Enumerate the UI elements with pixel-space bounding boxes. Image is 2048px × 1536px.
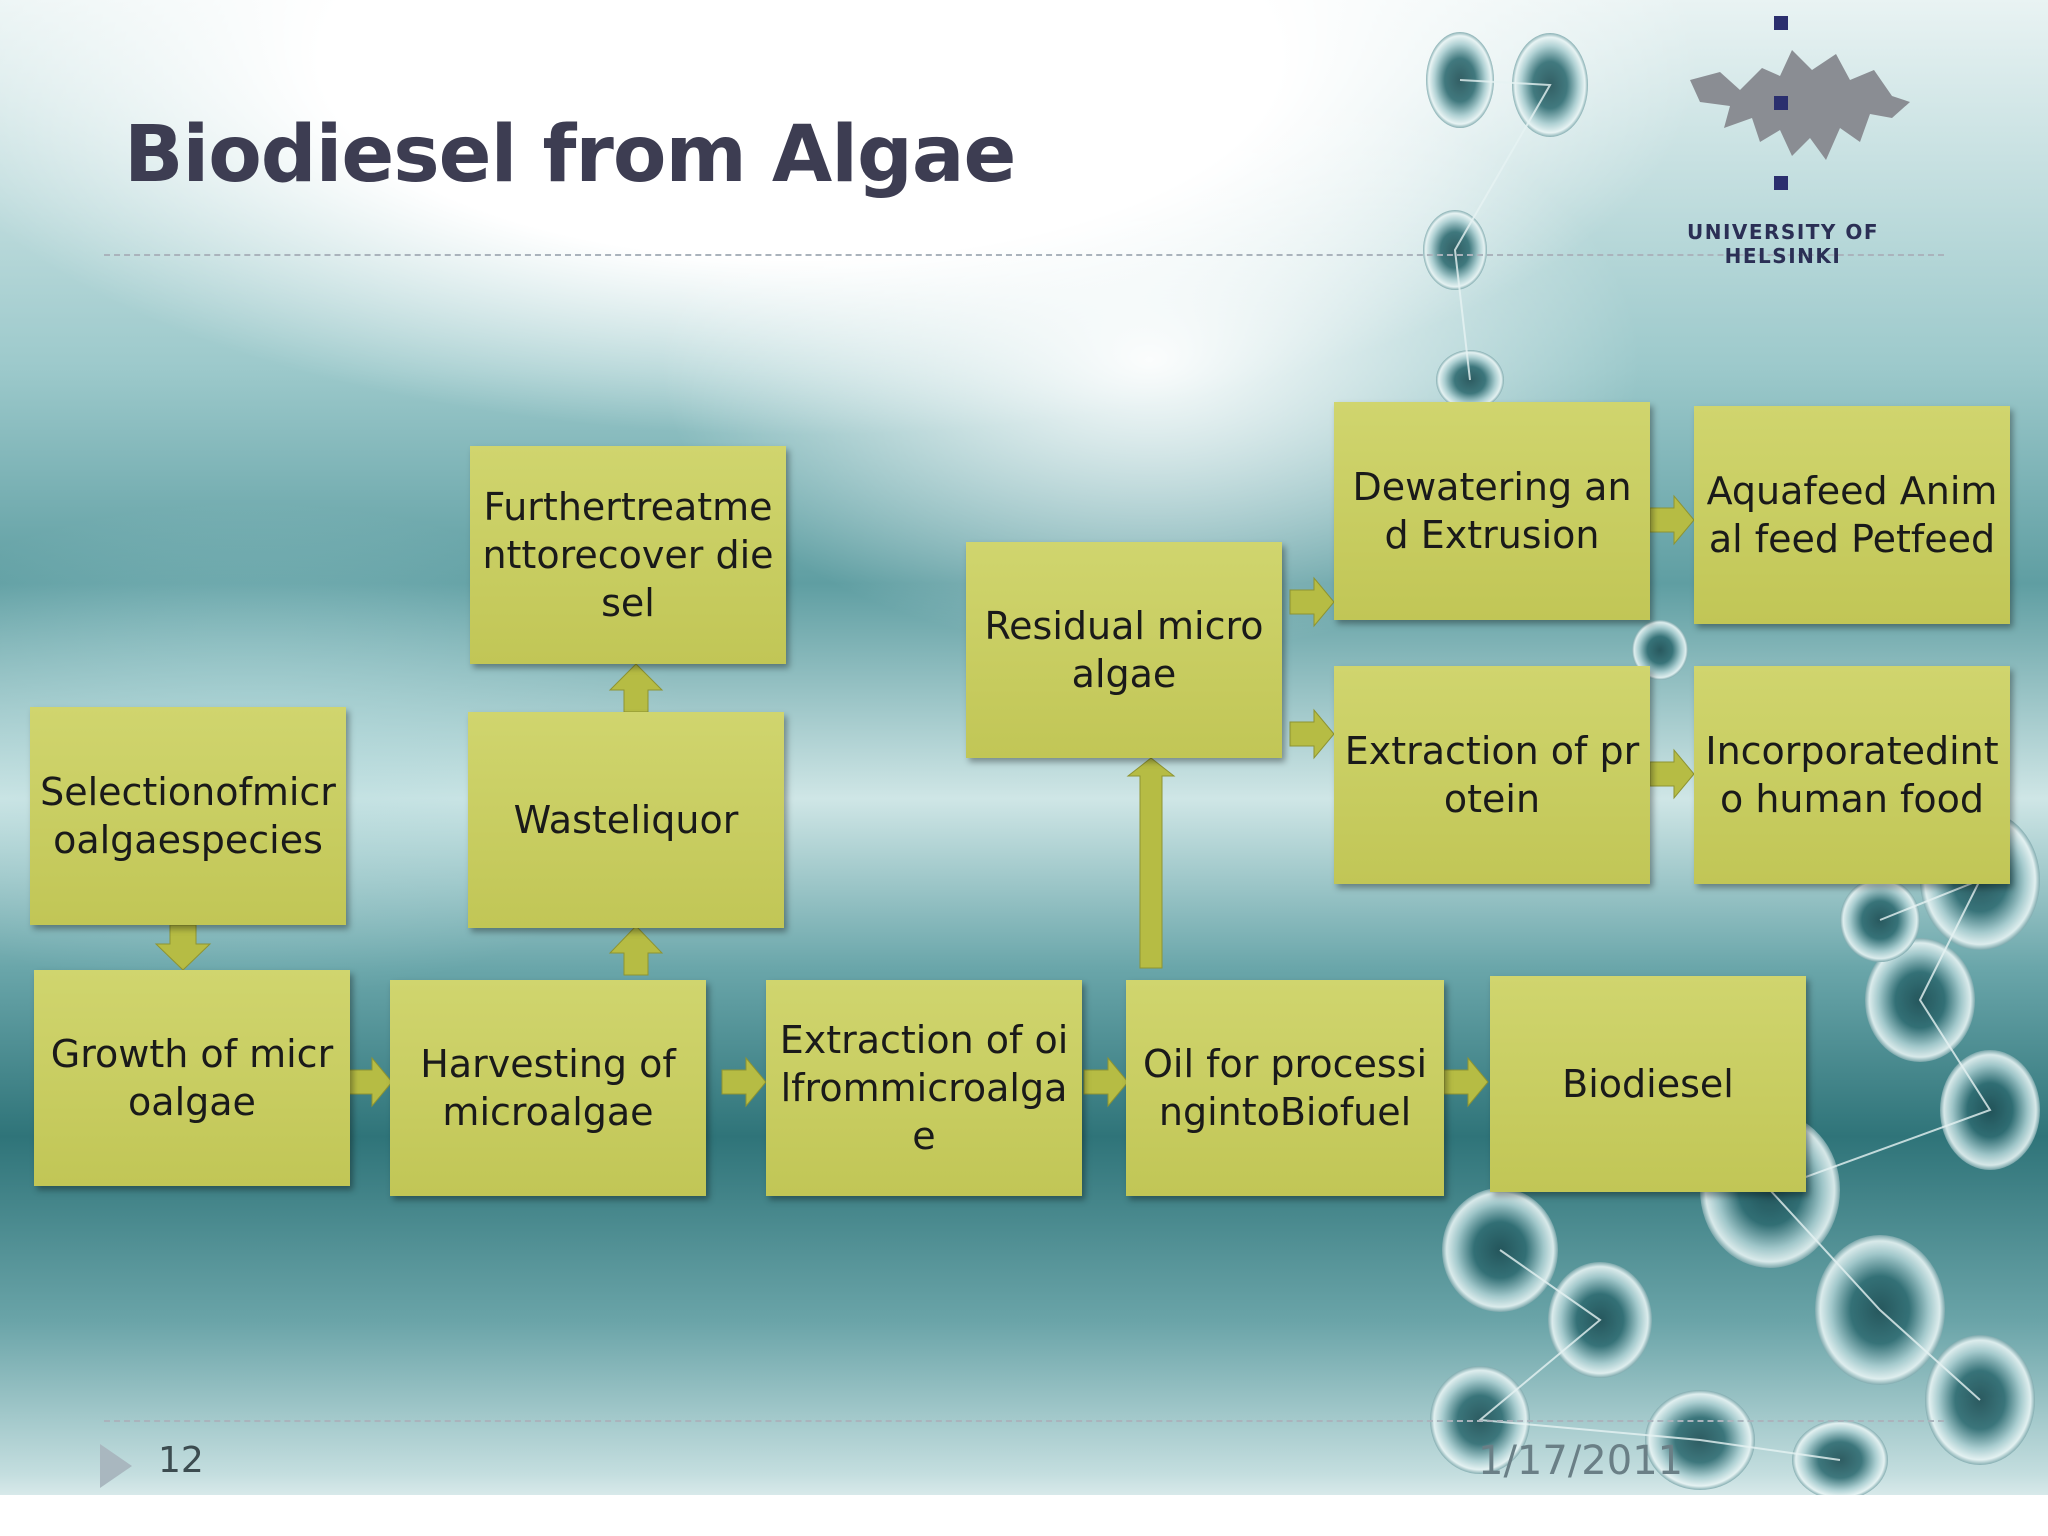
box-selection-of-microalgae-species: Selectionofmicroalgaespecies <box>30 707 346 925</box>
box-wasteliquor: Wasteliquor <box>468 712 784 928</box>
box-extraction-of-protein: Extraction of protein <box>1334 666 1650 884</box>
title-divider <box>104 254 1944 256</box>
box-residual-microalgae: Residual microalgae <box>966 542 1282 758</box>
box-oil-for-processing-into-biofuel: Oil for processingintoBiofuel <box>1126 980 1444 1196</box>
box-extraction-of-oil: Extraction of oilfrommicroalgae <box>766 980 1082 1196</box>
box-harvesting-of-microalgae: Harvesting of microalgae <box>390 980 706 1196</box>
box-growth-of-microalgae: Growth of microalgae <box>34 970 350 1186</box>
footer-band <box>0 1495 2048 1536</box>
university-name: UNIVERSITY OF HELSINKI <box>1686 220 1880 268</box>
page-number: 12 <box>158 1440 204 1481</box>
footer-divider <box>104 1420 1944 1422</box>
box-biodiesel: Biodiesel <box>1490 976 1806 1192</box>
box-incorporated-into-human-food: Incorporatedinto human food <box>1694 666 2010 884</box>
slide-date: 1/17/2011 <box>1478 1438 1684 1484</box>
university-logo-icon <box>1690 16 1910 190</box>
slide-title: Biodiesel from Algae <box>124 110 1016 200</box>
slide-nav-triangle-icon[interactable] <box>100 1444 132 1488</box>
box-dewatering-and-extrusion: Dewatering and Extrusion <box>1334 402 1650 620</box>
box-further-treatment: Furthertreatmenttorecover diesel <box>470 446 786 664</box>
box-aquafeed-animal-feed-petfeed: Aquafeed Animal feed Petfeed <box>1694 406 2010 624</box>
